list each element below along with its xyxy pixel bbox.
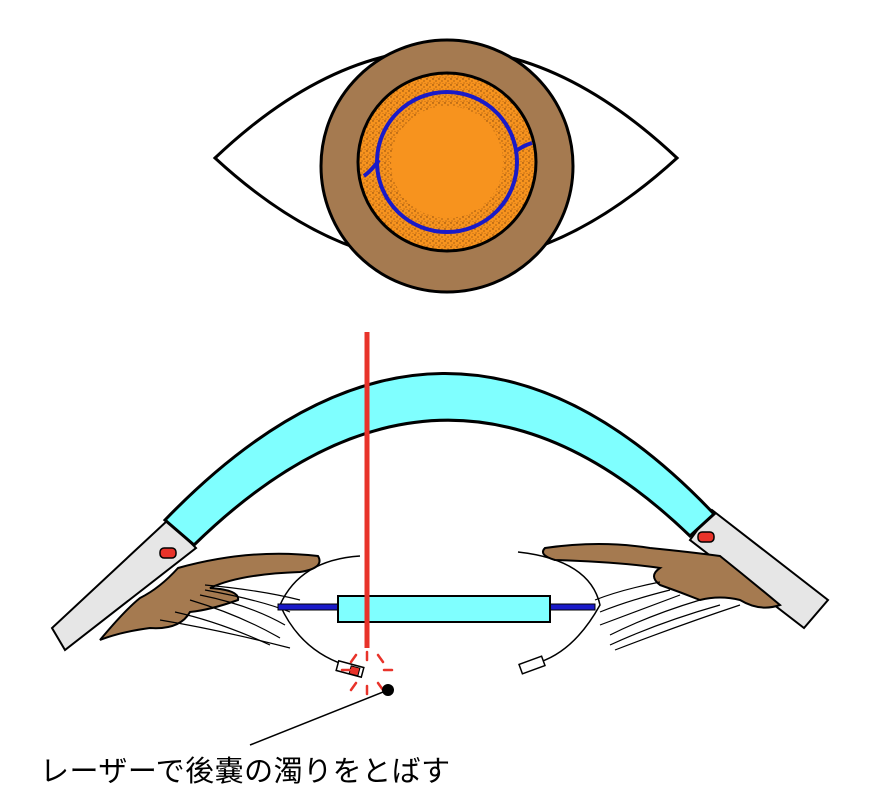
pupil-clear-zone bbox=[391, 106, 503, 218]
iol-haptic-left bbox=[362, 158, 381, 178]
front-view-eye bbox=[212, 38, 680, 294]
iol-optic-side bbox=[337, 595, 551, 623]
iol-haptic-left-side bbox=[277, 603, 341, 611]
capsule-edge-right bbox=[518, 655, 546, 675]
canal-right bbox=[697, 531, 715, 543]
cornea bbox=[162, 372, 717, 548]
capsular-bag bbox=[279, 551, 601, 666]
leader-line bbox=[249, 689, 389, 746]
iol-haptic-right bbox=[513, 141, 533, 154]
iris-right bbox=[542, 543, 782, 609]
caption-text: レーザーで後嚢の濁りをとばす bbox=[40, 754, 451, 788]
canal-left bbox=[159, 547, 177, 559]
cross-section-eye bbox=[50, 332, 830, 746]
zonules-right bbox=[594, 581, 741, 651]
